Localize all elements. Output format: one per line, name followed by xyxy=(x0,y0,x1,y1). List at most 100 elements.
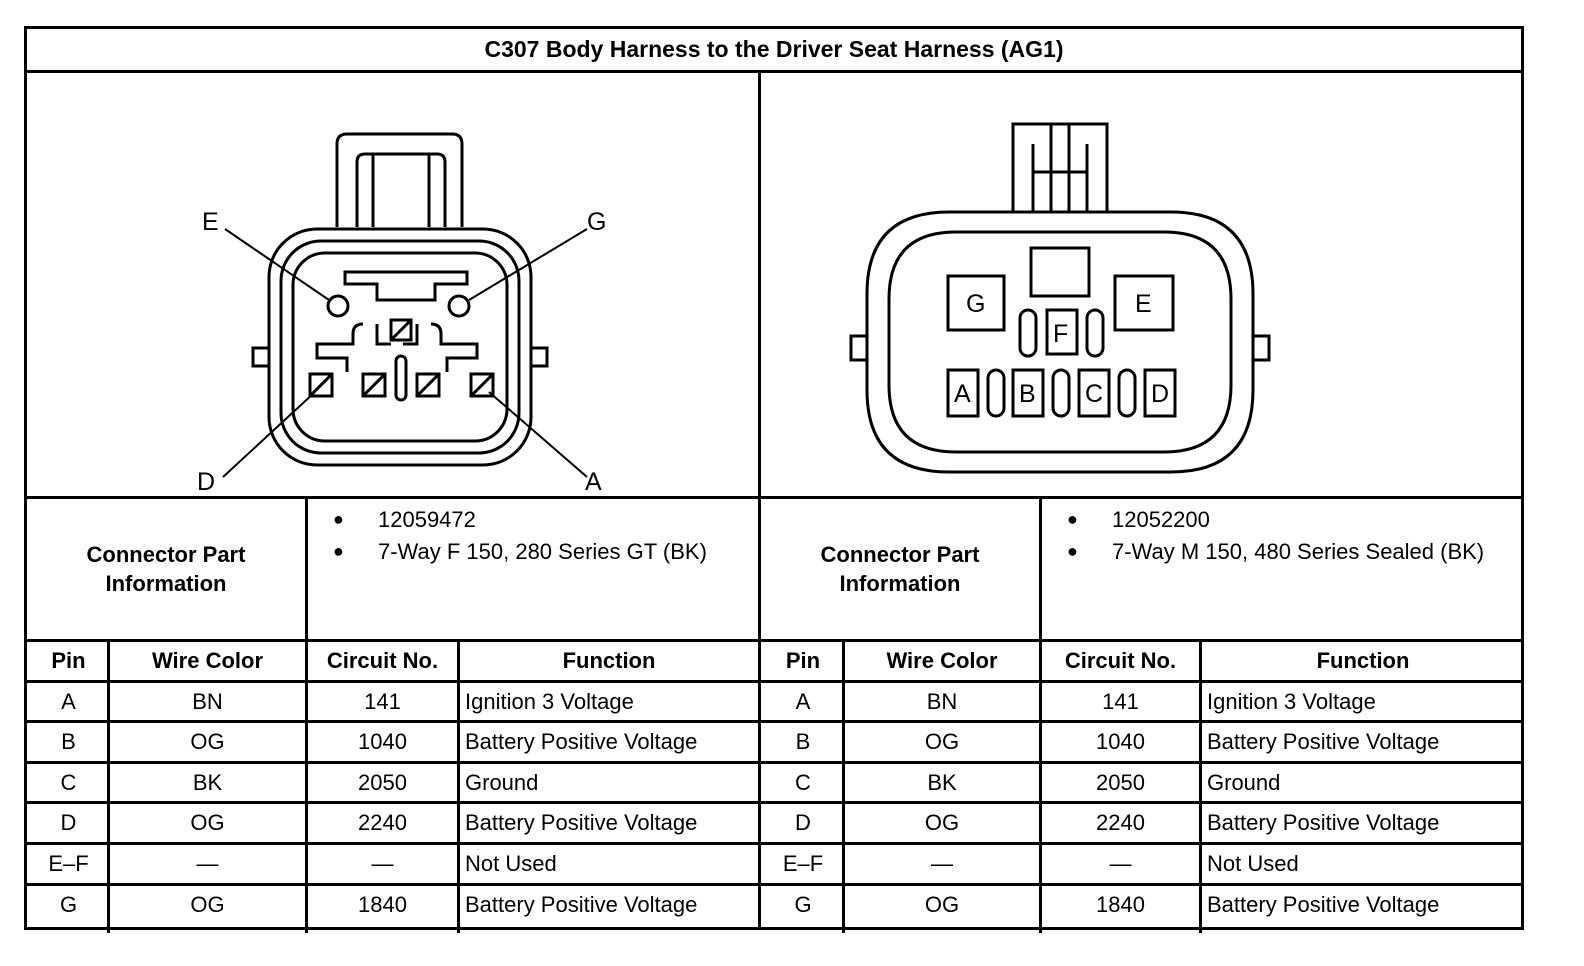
cell-pin: D xyxy=(795,810,811,835)
cell-circuit-number: — xyxy=(1109,851,1132,876)
female-connector-face-icon: E G D A xyxy=(197,132,606,496)
header-pin: Pin xyxy=(785,648,821,673)
part-description: ●7-Way M 150, 480 Series Sealed (BK) xyxy=(1067,539,1485,564)
cell-pin: E–F xyxy=(782,851,824,876)
pin-label-a: A xyxy=(585,468,602,496)
cell-wire-color: BN xyxy=(192,689,223,714)
cell-wire-color: — xyxy=(196,851,219,876)
divider xyxy=(305,496,308,639)
cell-pin: A xyxy=(795,689,811,714)
header-circuit-number: Circuit No. xyxy=(326,648,439,673)
cell-function: Battery Positive Voltage xyxy=(1207,810,1440,835)
pin-label-e: E xyxy=(202,208,219,236)
cell-wire-color: OG xyxy=(190,729,225,754)
page-title: C307 Body Harness to the Driver Seat Har… xyxy=(484,36,1064,62)
cell-wire-color: — xyxy=(931,851,953,876)
pin-label-g: G xyxy=(587,208,606,236)
table-row-divider xyxy=(27,720,1521,723)
male-connector-face-icon: G E F A B C D xyxy=(849,122,1271,474)
cell-circuit-number: 1840 xyxy=(1096,892,1145,917)
cell-function: Battery Positive Voltage xyxy=(465,892,698,917)
table-column-divider xyxy=(842,639,845,933)
cell-wire-color: OG xyxy=(924,729,960,754)
pin-label-d: D xyxy=(1151,380,1169,408)
cell-function: Not Used xyxy=(1207,851,1299,876)
table-row-divider xyxy=(27,883,1521,886)
table-row-divider xyxy=(27,680,1521,683)
header-pin: Pin xyxy=(51,648,86,673)
cell-function: Battery Positive Voltage xyxy=(465,729,698,754)
cell-function: Ground xyxy=(465,770,539,795)
cell-pin: B xyxy=(61,729,76,754)
cell-circuit-number: 141 xyxy=(1102,689,1139,714)
left-connector-diagram: E G D A xyxy=(27,72,758,497)
header-function: Function xyxy=(562,648,656,673)
cell-wire-color: BK xyxy=(927,770,957,795)
cell-function: Battery Positive Voltage xyxy=(465,810,698,835)
table-row-divider xyxy=(27,761,1521,764)
pin-label-g: G xyxy=(966,290,985,318)
cell-wire-color: OG xyxy=(924,892,960,917)
bullet-icon: ● xyxy=(333,509,344,529)
cell-function: Ignition 3 Voltage xyxy=(1207,689,1376,714)
pin-label-f: F xyxy=(1053,320,1068,348)
header-wire-color: Wire Color xyxy=(151,648,264,673)
cell-pin: G xyxy=(59,892,78,917)
cell-pin: C xyxy=(795,770,811,795)
cell-wire-color: BK xyxy=(192,770,223,795)
table-row-divider xyxy=(27,842,1521,845)
table-column-divider xyxy=(457,639,460,933)
cell-circuit-number: 2050 xyxy=(1096,770,1145,795)
table-column-divider xyxy=(1039,639,1042,933)
cell-pin: G xyxy=(794,892,812,917)
connector-part-info-label: Connector Part Information xyxy=(86,542,246,596)
divider xyxy=(27,496,1521,499)
right-part-info-list: ●12052200 ●7-Way M 150, 480 Series Seale… xyxy=(1042,505,1524,569)
cell-circuit-number: 141 xyxy=(364,689,401,714)
cell-circuit-number: 1840 xyxy=(358,892,407,917)
pin-label-e: E xyxy=(1135,290,1152,318)
right-connector-diagram: G E F A B C D xyxy=(761,72,1524,497)
table-row-divider xyxy=(27,801,1521,804)
pin-label-c: C xyxy=(1085,380,1103,408)
cell-circuit-number: — xyxy=(371,851,394,876)
cell-wire-color: BN xyxy=(926,689,958,714)
header-circuit-number: Circuit No. xyxy=(1064,648,1177,673)
divider xyxy=(758,70,761,927)
pin-label-d: D xyxy=(197,468,215,496)
cell-pin: D xyxy=(60,810,77,835)
divider xyxy=(27,70,1521,73)
divider xyxy=(1039,496,1042,639)
cell-function: Battery Positive Voltage xyxy=(1207,892,1440,917)
bullet-icon: ● xyxy=(1067,541,1078,561)
cell-function: Not Used xyxy=(465,851,557,876)
connector-part-info-label: Connector Part Information xyxy=(820,542,980,596)
cell-function: Battery Positive Voltage xyxy=(1207,729,1440,754)
cell-circuit-number: 1040 xyxy=(1096,729,1145,754)
cell-pin: B xyxy=(795,729,811,754)
part-number: ●12052200 xyxy=(1067,507,1210,532)
cell-circuit-number: 1040 xyxy=(358,729,407,754)
cell-function: Ignition 3 Voltage xyxy=(465,689,634,714)
cell-pin: E–F xyxy=(48,851,89,876)
table-column-divider xyxy=(1199,639,1202,933)
cell-circuit-number: 2240 xyxy=(1096,810,1145,835)
table-column-divider xyxy=(107,639,110,933)
bullet-icon: ● xyxy=(333,541,344,561)
cell-wire-color: OG xyxy=(190,892,225,917)
cell-function: Ground xyxy=(1207,770,1281,795)
left-part-info-list: ●12059472 ●7-Way F 150, 280 Series GT (B… xyxy=(308,505,758,569)
cell-wire-color: OG xyxy=(190,810,225,835)
pin-label-a: A xyxy=(954,380,971,408)
header-wire-color: Wire Color xyxy=(886,648,998,673)
header-function: Function xyxy=(1316,648,1410,673)
cell-wire-color: OG xyxy=(924,810,960,835)
part-number: ●12059472 xyxy=(333,507,476,532)
cell-circuit-number: 2240 xyxy=(358,810,407,835)
connector-sheet: C307 Body Harness to the Driver Seat Har… xyxy=(24,26,1524,933)
cell-circuit-number: 2050 xyxy=(358,770,407,795)
pin-label-b: B xyxy=(1019,380,1036,408)
part-description: ●7-Way F 150, 280 Series GT (BK) xyxy=(333,539,707,564)
cell-pin: A xyxy=(61,689,76,714)
table-column-divider xyxy=(305,639,308,933)
